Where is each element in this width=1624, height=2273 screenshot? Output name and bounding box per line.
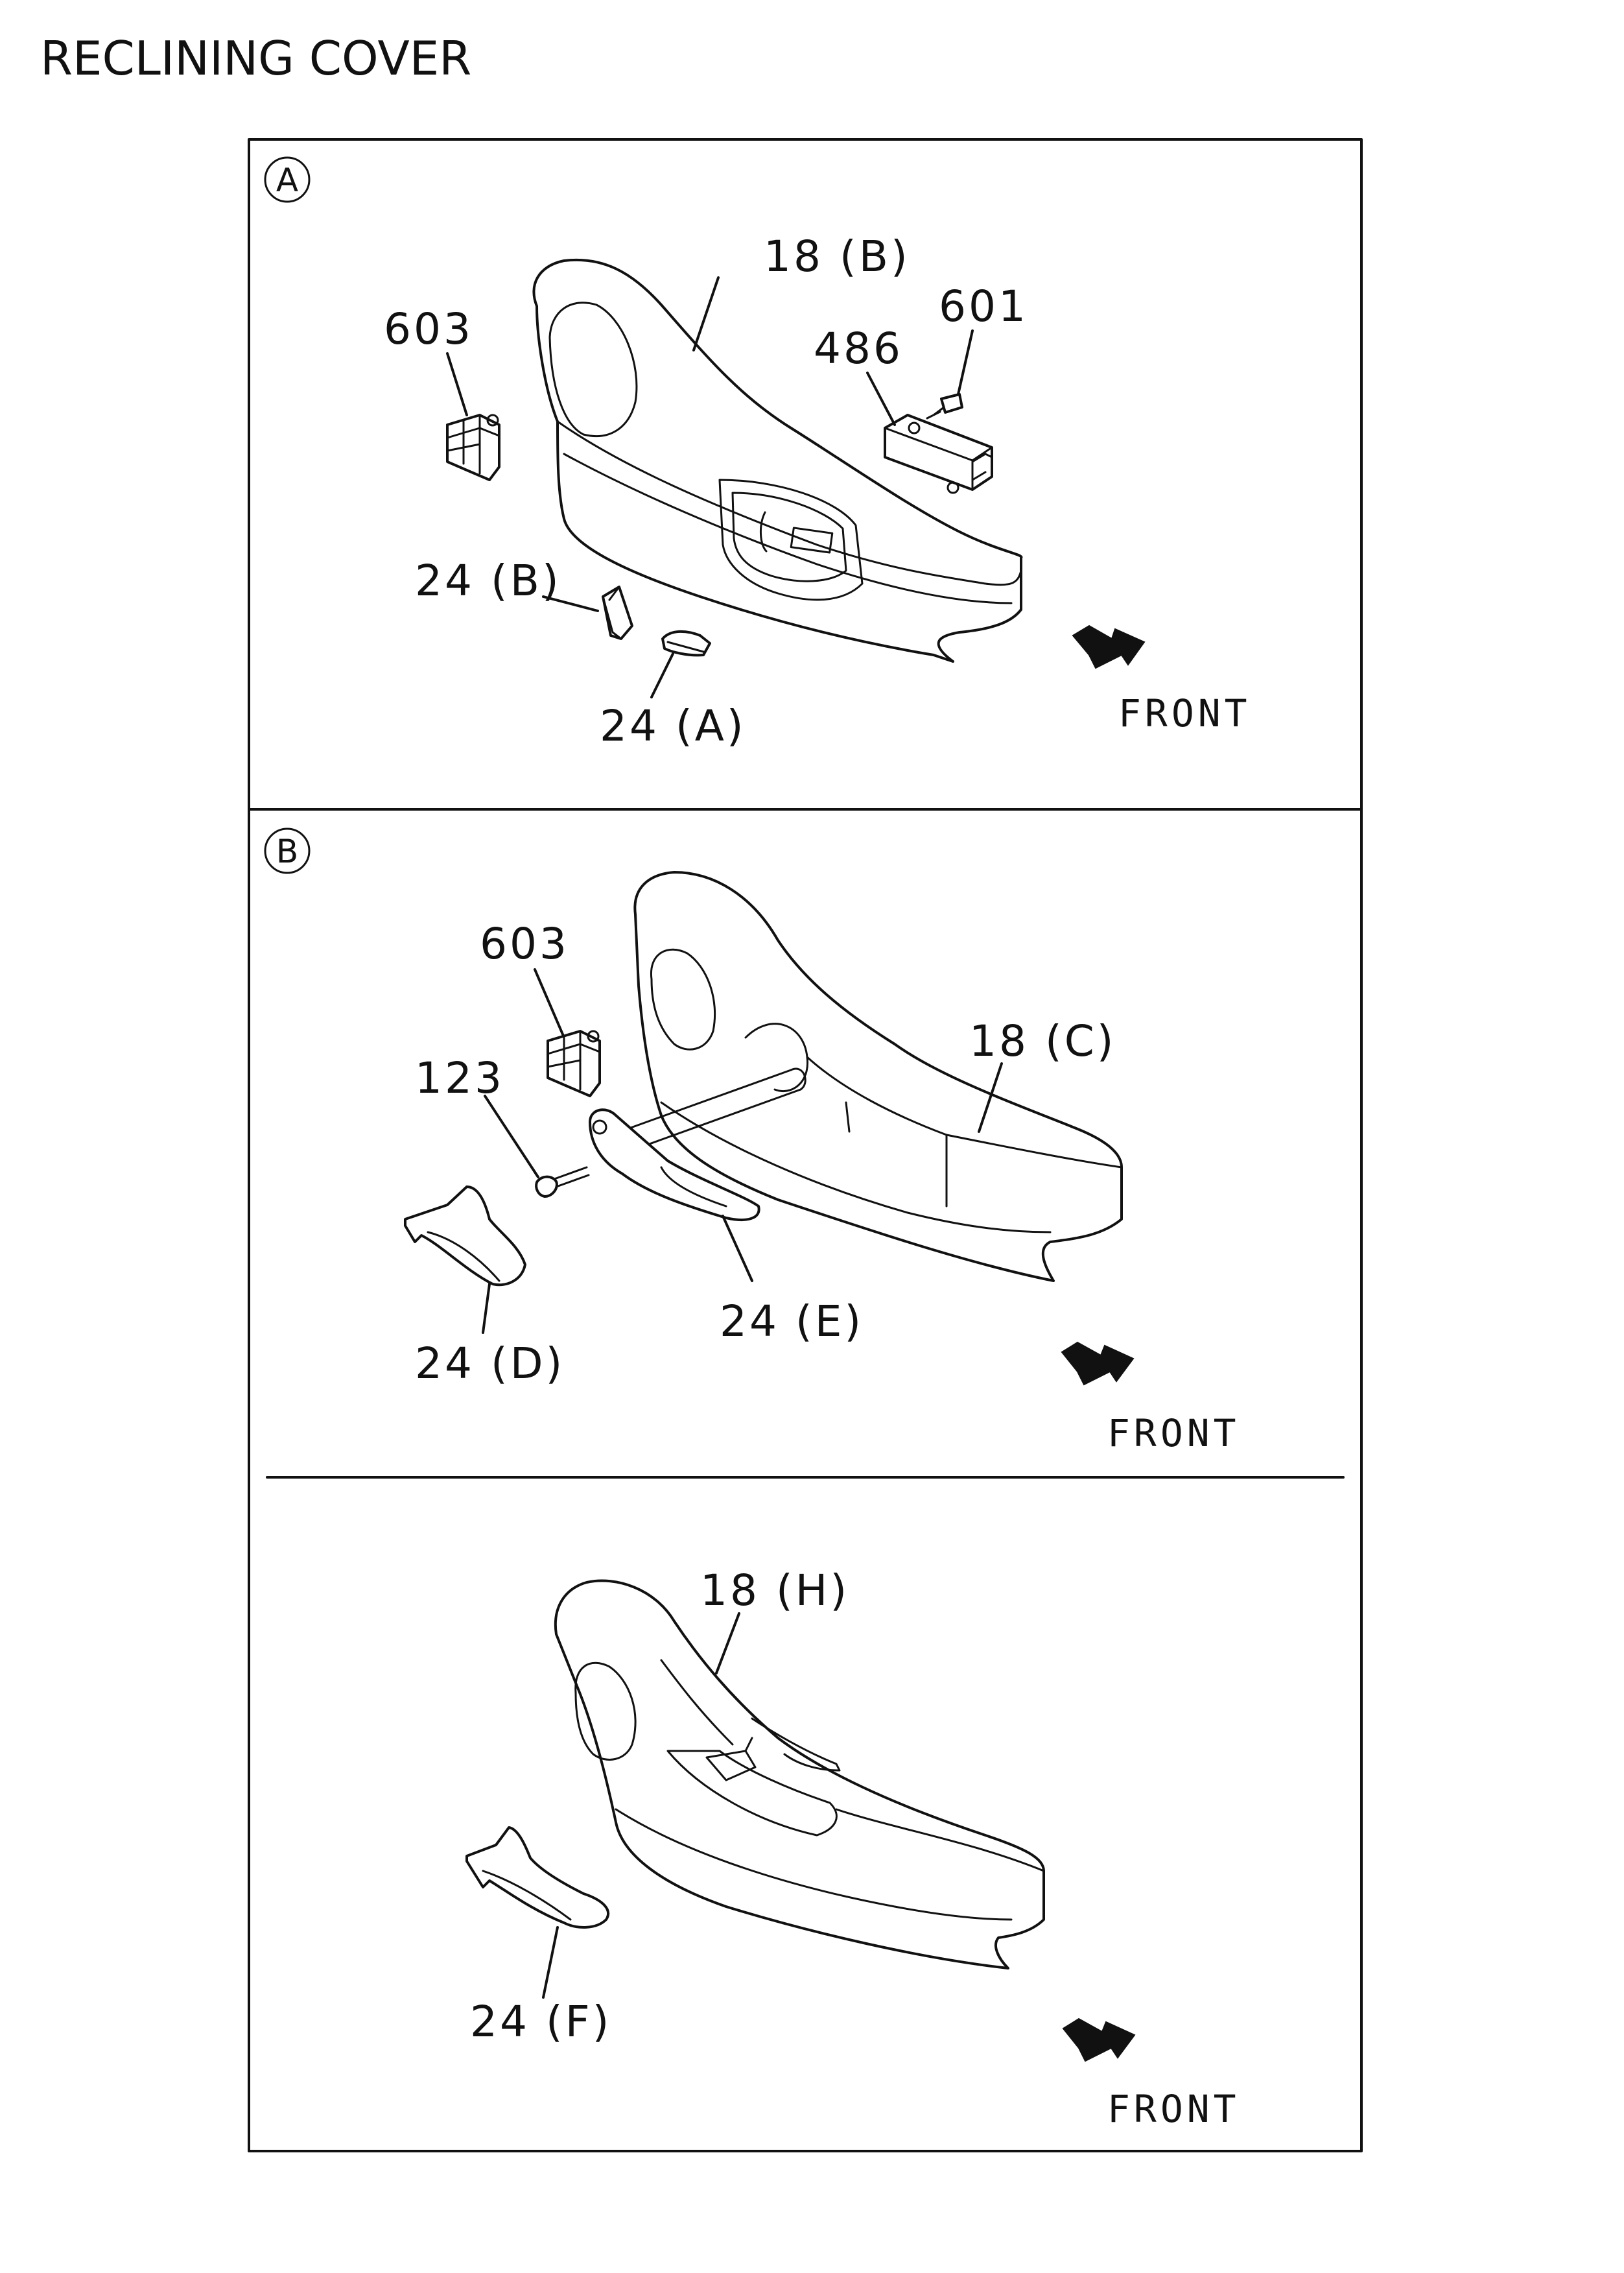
reclining-cover-18c <box>633 871 1123 1282</box>
callout-486: 486 <box>814 324 903 374</box>
reclining-cover-18b <box>532 258 1023 663</box>
panel-b: B <box>264 827 1240 1455</box>
shaft <box>628 1069 802 1149</box>
panel-b-circle-label: B <box>276 833 298 870</box>
front-label-b: FRONT <box>1107 1411 1240 1455</box>
clip-603-b <box>547 1030 601 1097</box>
callout-18h: 18 (H) <box>700 1565 849 1615</box>
diagram-frame <box>248 138 1363 2152</box>
callout-603-b: 603 <box>480 919 569 969</box>
callout-24d: 24 (D) <box>415 1339 565 1388</box>
callout-24e: 24 (E) <box>720 1296 864 1346</box>
screw-123 <box>535 1166 590 1198</box>
panel-c: 18 (H) 24 (F) FRONT <box>465 1565 1240 2131</box>
knob-24d <box>404 1185 526 1287</box>
panel-a-circle-label: A <box>276 161 298 199</box>
callout-18b: 18 (B) <box>764 232 910 281</box>
callout-18c: 18 (C) <box>969 1016 1116 1066</box>
front-label-a: FRONT <box>1118 691 1251 735</box>
callout-24a: 24 (A) <box>600 701 746 751</box>
callout-601: 601 <box>939 281 1028 331</box>
lever-24e <box>589 1108 760 1221</box>
clip-603-a <box>446 414 500 481</box>
front-arrow-a <box>1072 625 1146 669</box>
panel-b-circle <box>264 827 311 874</box>
knob-24f <box>465 1826 610 1929</box>
callout-123: 123 <box>415 1053 504 1103</box>
callout-24b: 24 (B) <box>415 556 561 606</box>
panel-a-circle <box>264 156 311 203</box>
panel-a: A <box>264 156 1251 751</box>
part-486 <box>884 414 993 494</box>
front-label-c: FRONT <box>1107 2087 1240 2131</box>
knob-24a <box>661 630 711 657</box>
callout-24f: 24 (F) <box>470 1997 611 2047</box>
front-arrow-c <box>1062 2017 1136 2062</box>
reclining-cover-18h <box>554 1579 1045 1970</box>
front-arrow-b <box>1061 1341 1135 1386</box>
knob-24b <box>602 586 633 640</box>
page-title: RECLINING COVER <box>40 31 472 86</box>
screw-601 <box>926 393 963 420</box>
callout-603-a: 603 <box>384 304 473 354</box>
